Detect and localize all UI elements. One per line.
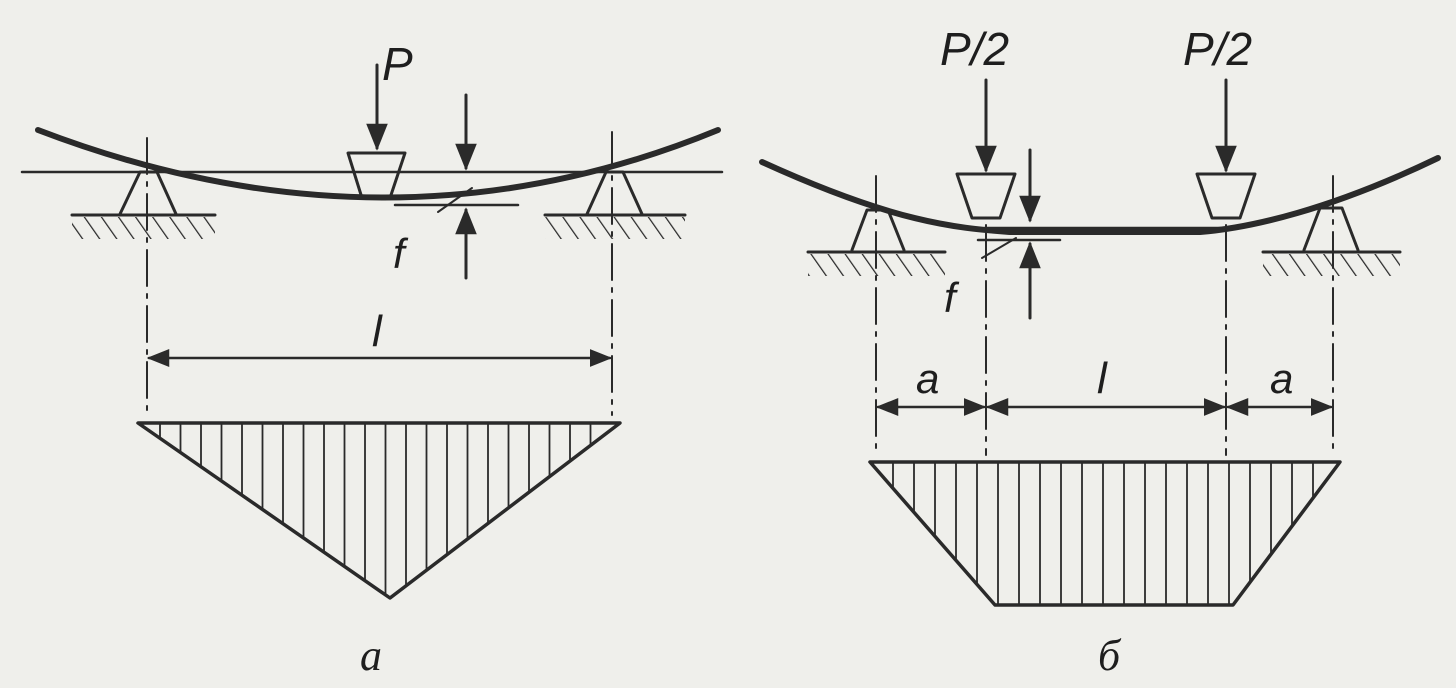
bending-moment-diagram-a: [136, 421, 622, 600]
deflected-beam: [759, 155, 1441, 235]
left-support: [70, 170, 217, 239]
right-support: [1261, 206, 1402, 276]
load-right-label: P/2: [1183, 23, 1252, 75]
overhang-left-label: a: [916, 355, 939, 402]
span-label: l: [1097, 354, 1108, 403]
load-left-label: P/2: [940, 23, 1009, 75]
ground-hatching: [545, 217, 685, 239]
deflection-label: f: [944, 274, 960, 321]
load-punch-right: [1195, 172, 1257, 220]
span-label: l: [372, 307, 383, 356]
load-punch: [346, 151, 407, 200]
load-punch-left: [955, 172, 1017, 220]
caption-a: а: [360, 631, 382, 680]
deflection-indicator: [976, 148, 1062, 320]
deflection-label: f: [393, 230, 409, 277]
diagram-a-three-point-bending: P f l а: [20, 38, 724, 680]
ground-hatching: [1263, 254, 1400, 276]
load-label: P: [382, 38, 413, 90]
bending-moment-diagram-b: [868, 460, 1342, 607]
deflection-indicator: [393, 93, 520, 280]
caption-b: б: [1098, 631, 1122, 680]
right-support: [543, 170, 687, 239]
overhang-right-label: a: [1270, 355, 1293, 402]
ground-hatching: [72, 217, 215, 239]
diagram-b-four-point-bending: P/2 P/2 f a l a б: [759, 23, 1441, 680]
